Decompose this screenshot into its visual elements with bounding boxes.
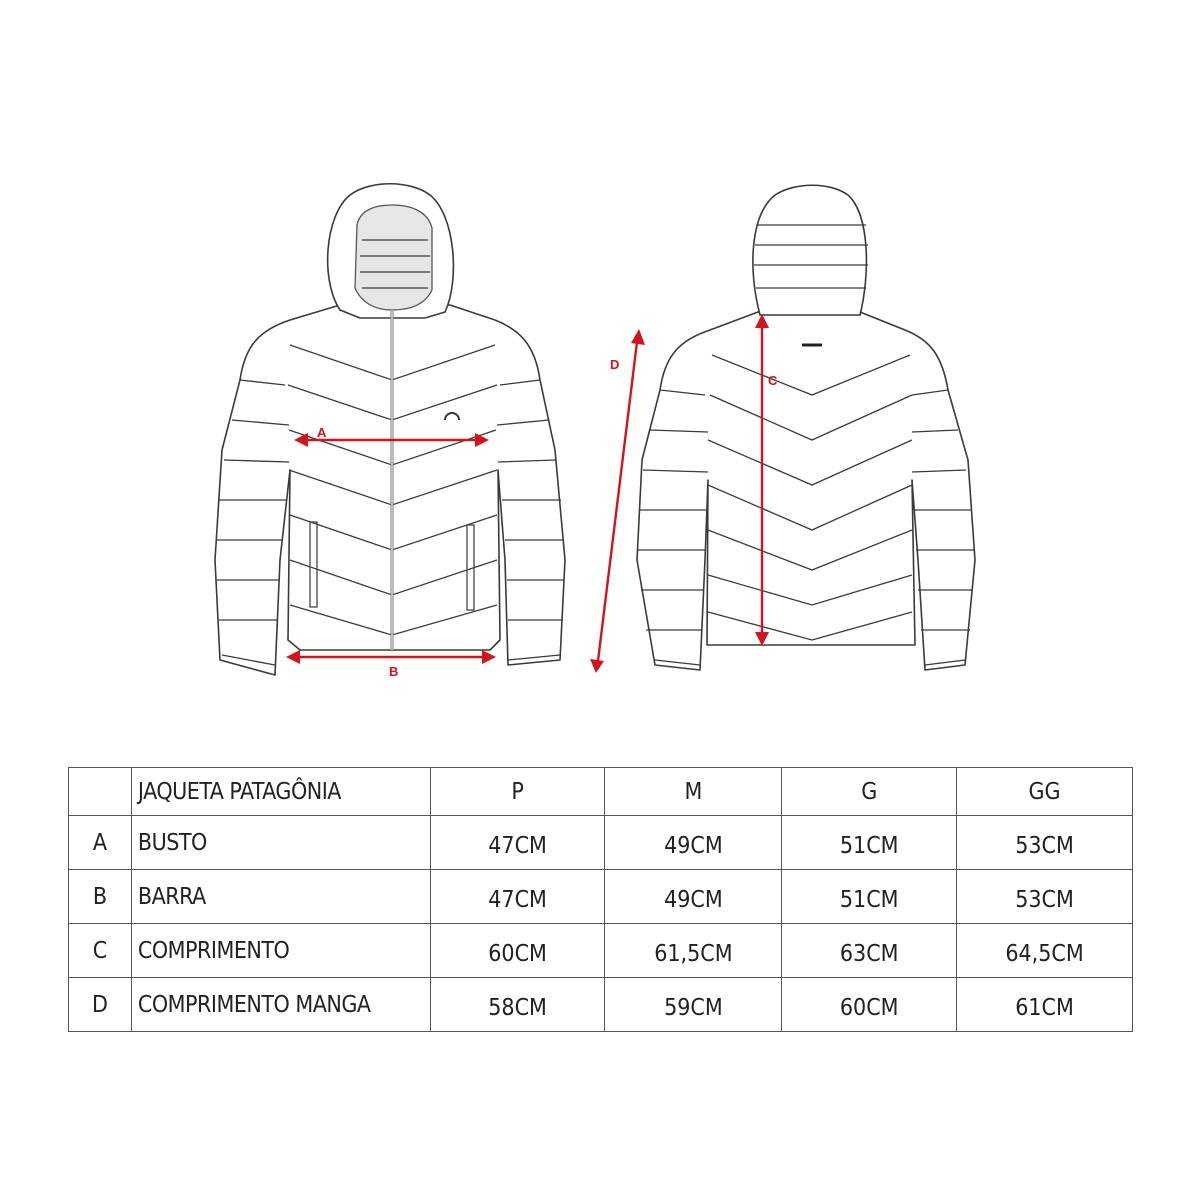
row-key: C — [68, 923, 132, 978]
jacket-back — [636, 184, 976, 671]
cell-value: 60CM — [781, 977, 958, 1032]
cell-value: 58CM — [429, 977, 606, 1032]
cell-value: 49CM — [604, 815, 783, 870]
header-size: GG — [956, 767, 1133, 816]
cell-value: 60CM — [429, 923, 606, 978]
header-product-name: JAQUETA PATAGÔNIA — [130, 767, 431, 816]
logo-icon — [444, 412, 460, 421]
table-header-row: JAQUETA PATAGÔNIA P M G GG — [68, 767, 1133, 816]
measure-b: B — [286, 650, 496, 679]
table-row: B BARRA 47CM 49CM 51CM 53CM — [68, 869, 1133, 924]
cell-value: 64,5CM — [956, 923, 1133, 978]
table-row: D COMPRIMENTO MANGA 58CM 59CM 60CM 61CM — [68, 977, 1133, 1032]
row-name: COMPRIMENTO MANGA — [130, 977, 431, 1032]
measure-a: A — [294, 425, 489, 447]
cell-value: 51CM — [781, 869, 958, 924]
row-key: B — [68, 869, 132, 924]
cell-value: 59CM — [604, 977, 783, 1032]
cell-value: 53CM — [956, 815, 1133, 870]
jacket-front — [214, 182, 566, 676]
row-key: D — [68, 977, 132, 1032]
table-row: C COMPRIMENTO 60CM 61,5CM 63CM 64,5CM — [68, 923, 1133, 978]
header-size: P — [429, 767, 606, 816]
label-a: A — [317, 425, 327, 440]
cell-value: 61CM — [956, 977, 1133, 1032]
cell-value: 63CM — [781, 923, 958, 978]
header-size: G — [781, 767, 958, 816]
cell-value: 51CM — [781, 815, 958, 870]
cell-value: 53CM — [956, 869, 1133, 924]
row-name: BARRA — [130, 869, 431, 924]
cell-value: 61,5CM — [604, 923, 783, 978]
row-name: BUSTO — [130, 815, 431, 870]
label-c: C — [768, 373, 778, 388]
cell-value: 47CM — [429, 815, 606, 870]
cell-value: 49CM — [604, 869, 783, 924]
row-key: A — [68, 815, 132, 870]
label-d: D — [610, 357, 619, 372]
header-key — [68, 767, 132, 816]
row-name: COMPRIMENTO — [130, 923, 431, 978]
label-b: B — [389, 664, 398, 679]
measure-d: D — [590, 329, 645, 673]
cell-value: 47CM — [429, 869, 606, 924]
table-row: A BUSTO 47CM 49CM 51CM 53CM — [68, 815, 1133, 870]
size-table: JAQUETA PATAGÔNIA P M G GG A BUSTO 47CM … — [68, 767, 1133, 1032]
measure-c: C — [755, 314, 778, 646]
header-size: M — [604, 767, 783, 816]
jacket-diagram: A B C D — [214, 182, 976, 679]
